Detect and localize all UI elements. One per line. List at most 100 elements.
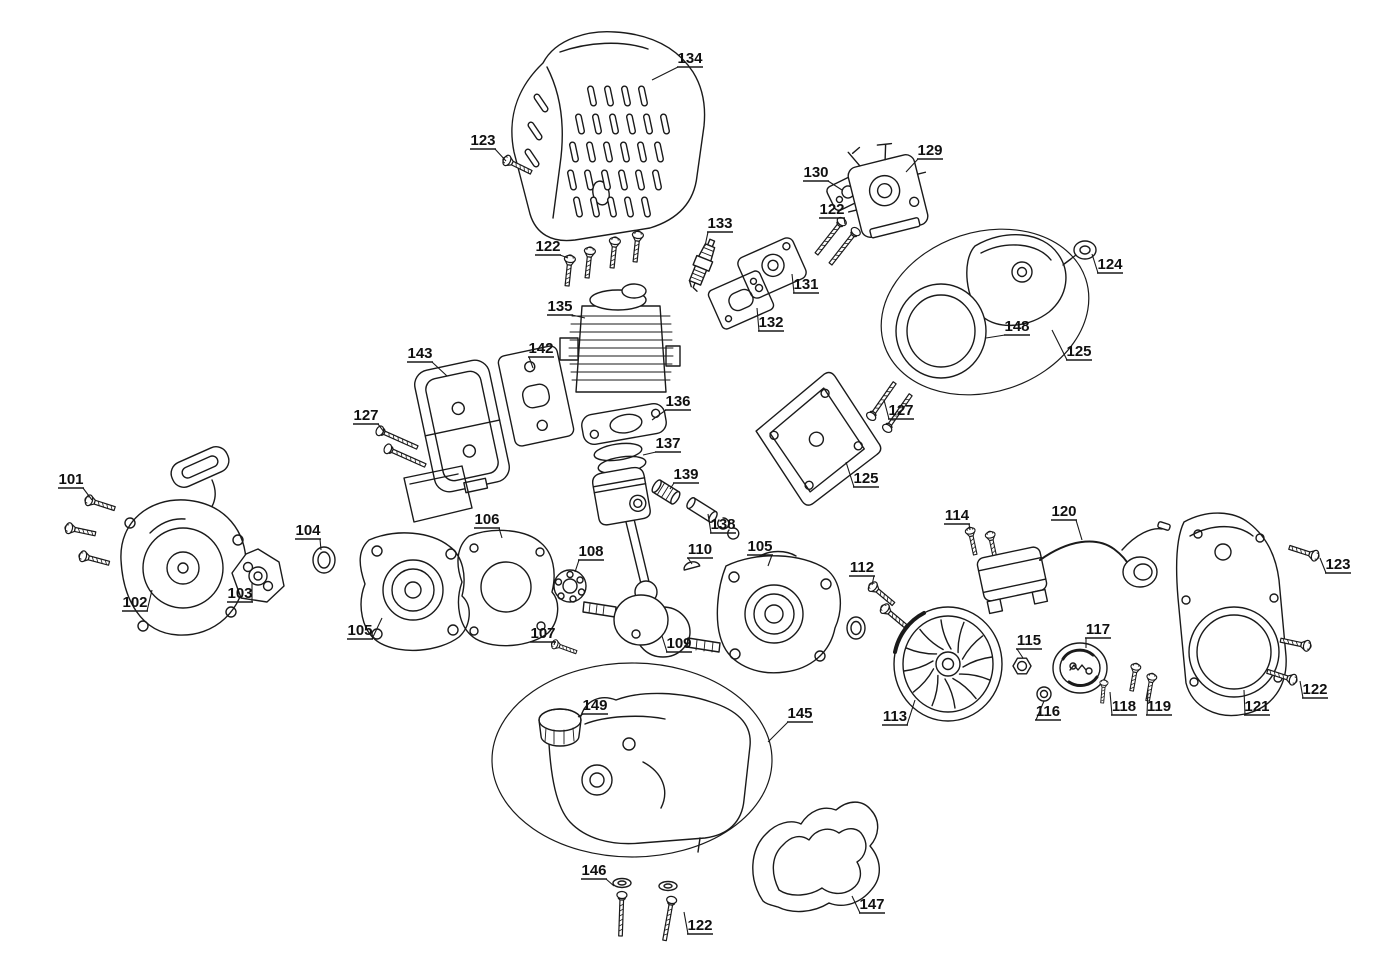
carburetor (847, 142, 929, 239)
leader-line (605, 878, 615, 887)
leader-line (767, 554, 773, 567)
leader-line (498, 527, 503, 539)
leader-line (687, 557, 693, 565)
leader-line (843, 217, 846, 225)
part-label-121: 121 (1244, 698, 1269, 715)
air-filter-element (895, 283, 987, 379)
leader-line (1035, 700, 1045, 721)
filter-cover-knob (1062, 240, 1097, 266)
muffler-gasket (497, 345, 575, 447)
part-label-105: 105 (747, 538, 772, 555)
part-label-122: 122 (1302, 681, 1327, 698)
part-label-136: 136 (665, 393, 690, 410)
seal (846, 616, 866, 640)
leader-line (851, 895, 861, 914)
part-label-142: 142 (528, 340, 553, 357)
leader-line (707, 513, 712, 534)
part-label-132: 132 (758, 314, 783, 331)
part-label-138: 138 (710, 516, 735, 533)
spark-plug (688, 238, 716, 292)
leader-line (791, 273, 795, 294)
leader-line (1016, 648, 1024, 659)
part-label-119: 119 (1147, 698, 1171, 715)
part-label-135: 135 (547, 298, 572, 315)
leader-line (1075, 519, 1083, 541)
ball-bearing (553, 569, 587, 603)
leader-line (704, 231, 709, 247)
part-label-110: 110 (688, 541, 712, 558)
part-label-117: 117 (1086, 621, 1110, 638)
intake-insulator (737, 237, 807, 299)
leader-lines (58, 66, 1351, 935)
leader-line (985, 334, 1006, 339)
part-label-125: 125 (853, 470, 878, 487)
leader-line (1091, 253, 1099, 274)
part-label-122: 122 (535, 238, 560, 255)
tank-guard (752, 801, 880, 913)
part-label-124: 124 (1097, 256, 1123, 273)
tank-mount-screws (612, 877, 678, 942)
part-label-143: 143 (407, 345, 432, 362)
leader-line (82, 487, 93, 501)
part-label-112: 112 (850, 559, 874, 576)
part-label-123: 123 (470, 132, 495, 149)
recoil-starter (120, 446, 247, 636)
heat-shield-plate (403, 465, 473, 523)
insulator-gasket (707, 270, 775, 330)
leader-line (845, 461, 855, 488)
leader-line (883, 399, 890, 420)
leader-line (827, 180, 843, 191)
leader-line (1319, 557, 1327, 574)
muffler (414, 359, 510, 494)
leader-line (651, 409, 667, 421)
pin-circlip (717, 517, 730, 530)
part-label-107: 107 (530, 625, 555, 642)
leader-line (1146, 687, 1149, 716)
ignition-coil (976, 521, 1171, 615)
part-label-147: 147 (859, 896, 884, 913)
part-label-145: 145 (787, 705, 812, 722)
clutch (1052, 642, 1108, 694)
fuel-tank-assembly (491, 662, 773, 858)
leader-line (528, 356, 534, 369)
leader-line (494, 148, 507, 162)
leader-line (669, 482, 675, 490)
washer (1036, 686, 1052, 702)
part-label-104: 104 (295, 522, 321, 539)
leader-line (871, 575, 875, 586)
part-label-148: 148 (1004, 318, 1029, 335)
leader-line (377, 423, 385, 433)
oil-seal (312, 546, 336, 574)
leader-line (319, 538, 322, 551)
part-label-134: 134 (677, 50, 703, 67)
part-label-131: 131 (793, 276, 818, 293)
crankcase-gasket (457, 529, 559, 647)
part-label-116: 116 (1036, 703, 1060, 720)
spark-plug-cap (1122, 556, 1158, 588)
leader-line (642, 451, 657, 456)
part-label-105: 105 (347, 622, 372, 639)
leader-line (371, 617, 383, 640)
leader-line (571, 314, 586, 319)
part-label-114: 114 (945, 507, 970, 524)
part-label-129: 129 (917, 142, 942, 159)
engine-shroud (511, 31, 706, 242)
part-label-127: 127 (353, 407, 378, 424)
part-label-109: 109 (666, 635, 691, 652)
leader-line (1109, 691, 1113, 716)
leader-line (767, 721, 789, 743)
woodruff-key (683, 561, 701, 571)
flywheel (893, 606, 1003, 722)
part-label-108: 108 (578, 543, 603, 560)
part-label-120: 120 (1051, 503, 1076, 520)
needle-bearing (651, 479, 681, 505)
part-label-133: 133 (707, 215, 732, 232)
crankshaft (582, 594, 721, 658)
part-label-139: 139 (673, 466, 698, 483)
part-label-115: 115 (1017, 632, 1041, 649)
flywheel-nut (1012, 657, 1032, 675)
leader-line (683, 911, 689, 935)
